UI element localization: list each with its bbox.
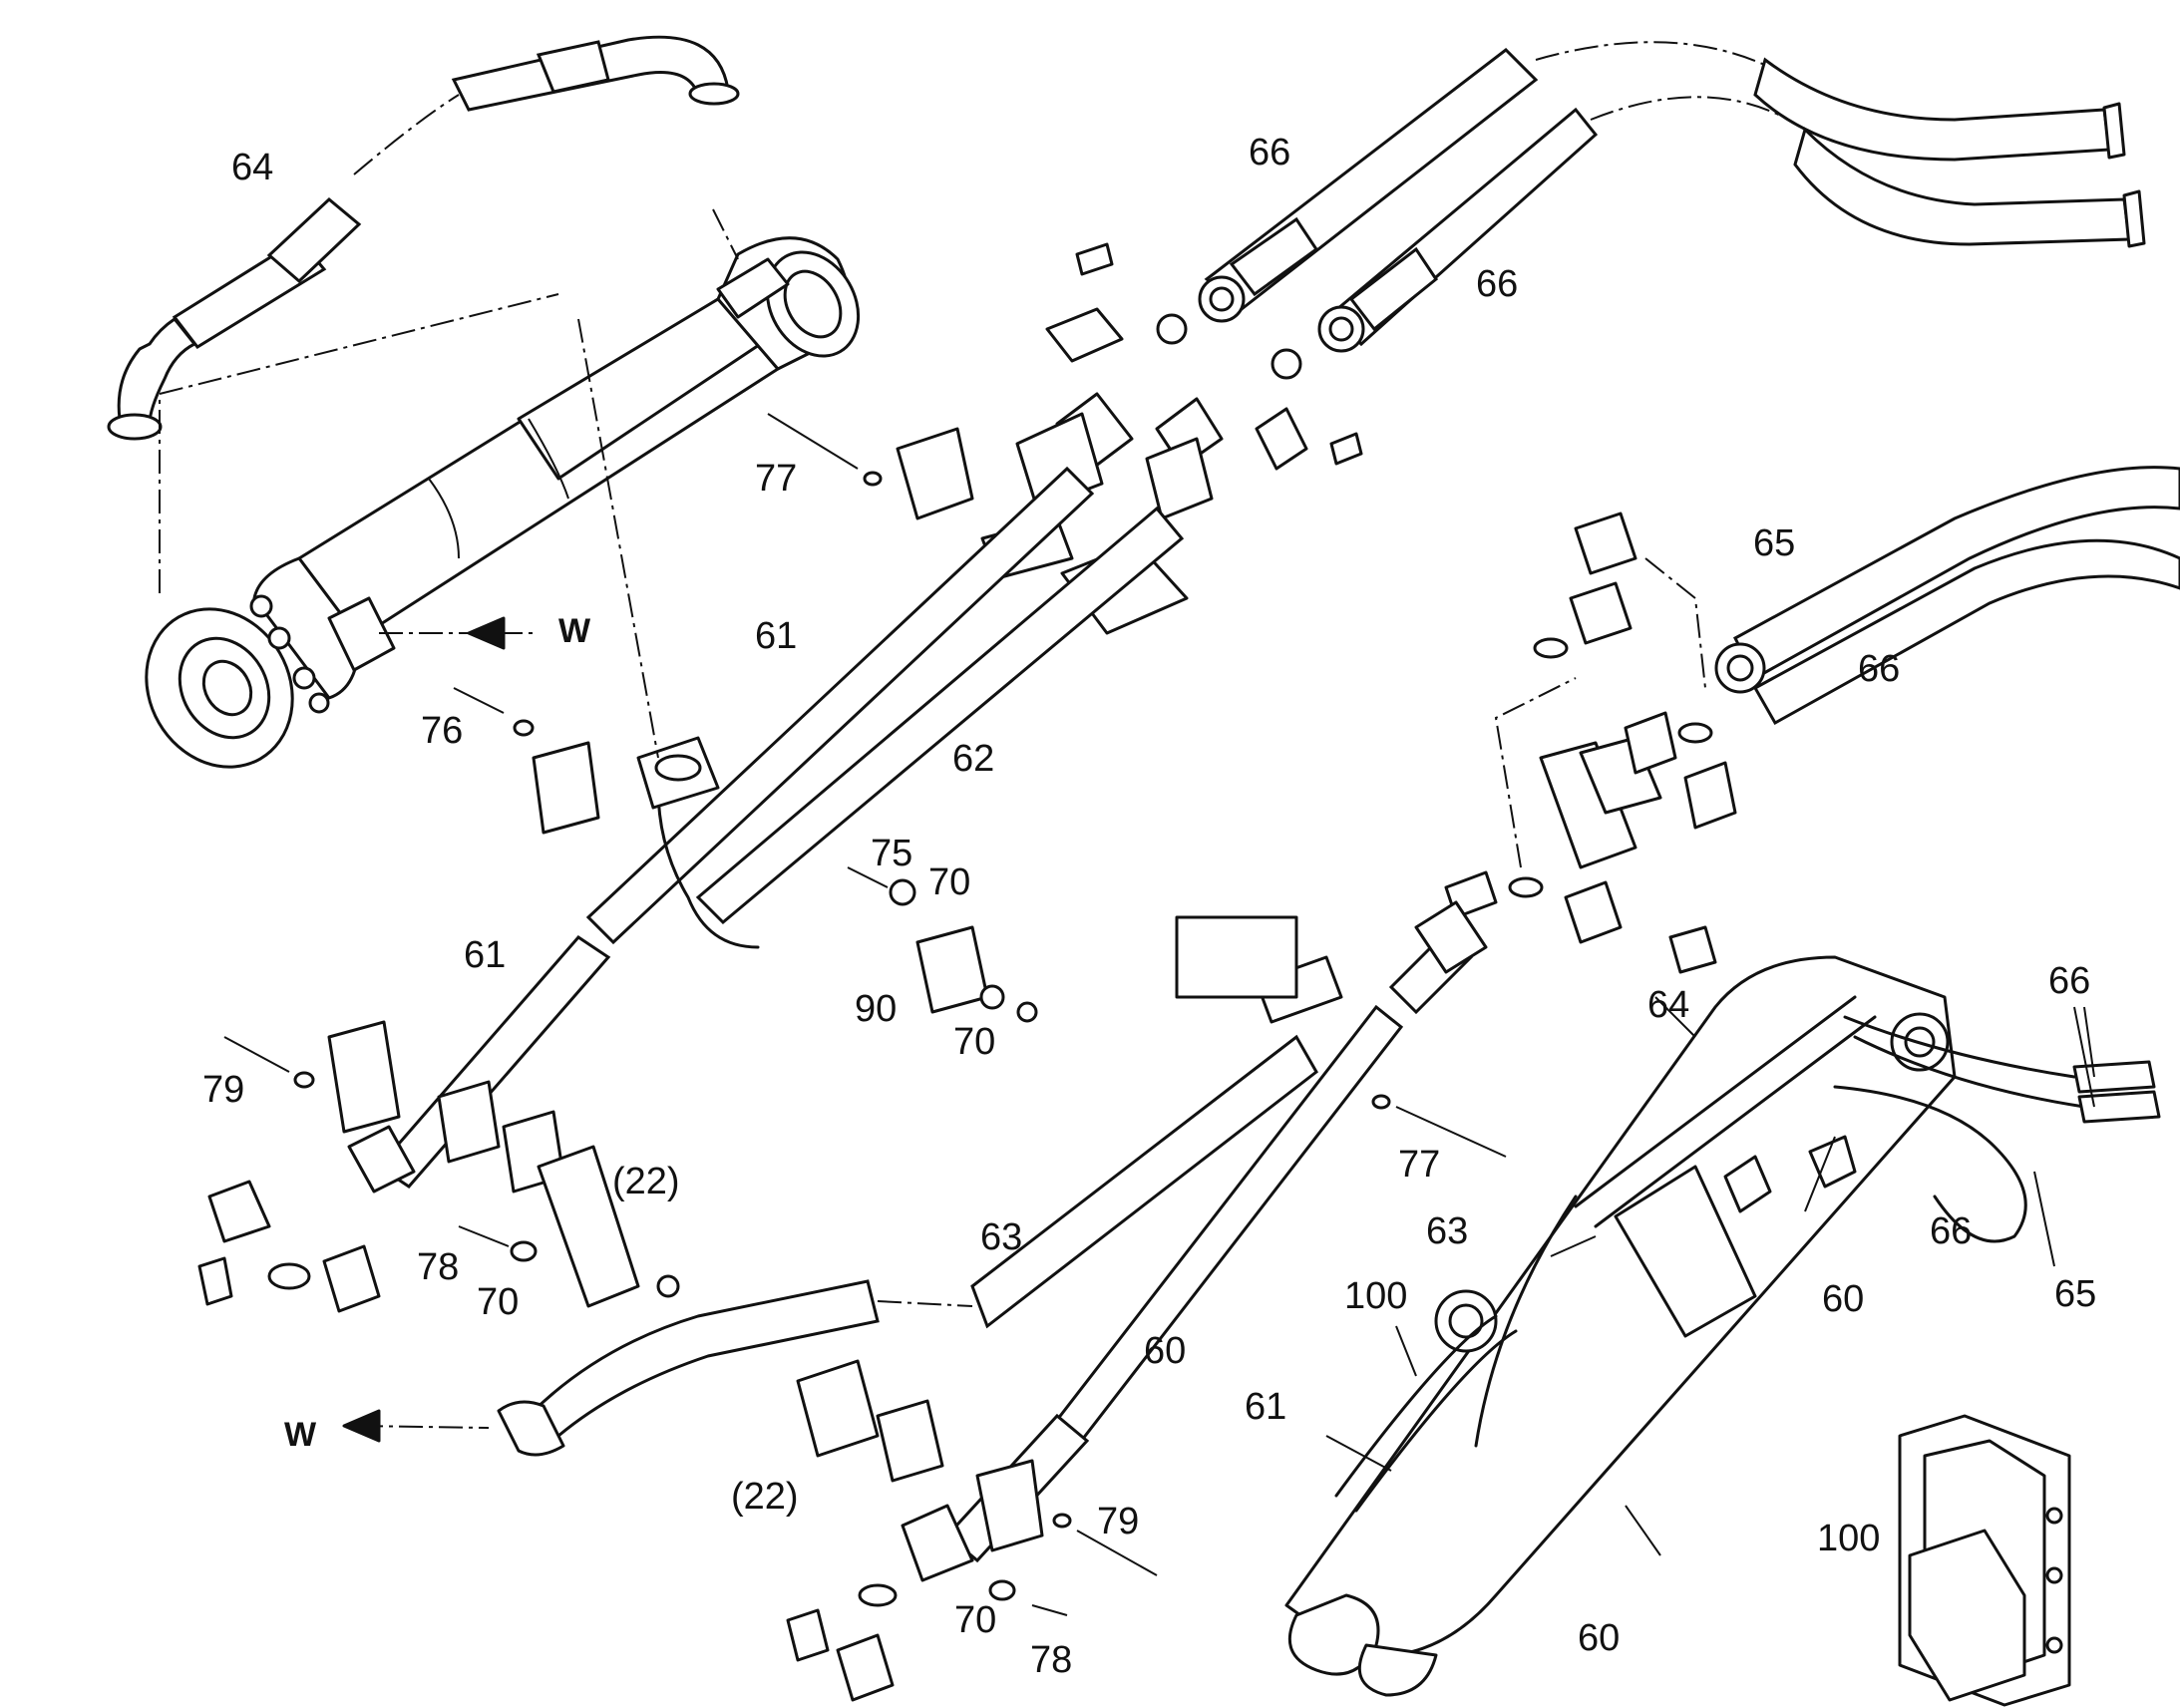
label-60: 60 bbox=[1822, 1278, 1864, 1320]
label-70: 70 bbox=[953, 1021, 995, 1063]
label-79: 79 bbox=[1097, 1501, 1139, 1542]
label-90: 90 bbox=[855, 988, 897, 1030]
label-63: 63 bbox=[980, 1216, 1022, 1258]
hydraulic-cylinder bbox=[145, 236, 861, 769]
hose-64-top bbox=[107, 35, 740, 441]
label-66: 66 bbox=[1930, 1210, 1972, 1252]
label-65: 65 bbox=[1753, 522, 1795, 564]
line-art bbox=[107, 35, 2180, 1707]
label-78: 78 bbox=[1030, 1639, 1072, 1681]
label-22: (22) bbox=[731, 1476, 799, 1518]
label-22: (22) bbox=[612, 1161, 680, 1202]
label-w: W bbox=[284, 1416, 317, 1454]
label-60: 60 bbox=[1578, 1617, 1620, 1659]
label-63: 63 bbox=[1426, 1210, 1468, 1252]
label-61: 61 bbox=[1245, 1386, 1286, 1428]
label-64: 64 bbox=[1647, 984, 1689, 1026]
hardware bbox=[197, 413, 1038, 1313]
label-79: 79 bbox=[202, 1069, 244, 1111]
label-62: 62 bbox=[952, 738, 994, 780]
label-66: 66 bbox=[2048, 960, 2090, 1002]
label-70: 70 bbox=[928, 861, 970, 903]
label-66: 66 bbox=[1476, 263, 1518, 305]
label-64: 64 bbox=[231, 147, 273, 188]
label-61: 61 bbox=[464, 934, 506, 976]
label-66: 66 bbox=[1249, 132, 1290, 173]
label-77: 77 bbox=[755, 458, 797, 500]
label-60: 60 bbox=[1144, 1330, 1186, 1372]
label-65: 65 bbox=[2054, 1273, 2096, 1315]
label-w: W bbox=[558, 612, 591, 650]
label-100: 100 bbox=[1817, 1518, 1880, 1559]
label-75: 75 bbox=[871, 833, 912, 874]
hoses-66-top bbox=[1198, 41, 2146, 353]
label-70: 70 bbox=[477, 1281, 519, 1323]
label-77: 77 bbox=[1398, 1144, 1440, 1186]
hoses-65-66-right bbox=[1175, 466, 2180, 1015]
label-76: 76 bbox=[421, 710, 463, 752]
label-78: 78 bbox=[417, 1246, 459, 1288]
leaders bbox=[159, 208, 2095, 1556]
label-100: 100 bbox=[1344, 1275, 1407, 1317]
boom-overview bbox=[1284, 955, 2161, 1697]
bracket-100 bbox=[1898, 1414, 2071, 1707]
label-66: 66 bbox=[1858, 648, 1900, 690]
part-labels: 64 66 66 77 W 61 76 62 65 66 75 70 61 90… bbox=[202, 132, 2096, 1681]
label-70: 70 bbox=[954, 1599, 996, 1641]
hoses-60-63 bbox=[497, 915, 1507, 1702]
pipes-61-62 bbox=[347, 466, 1185, 1194]
label-61: 61 bbox=[755, 615, 797, 657]
